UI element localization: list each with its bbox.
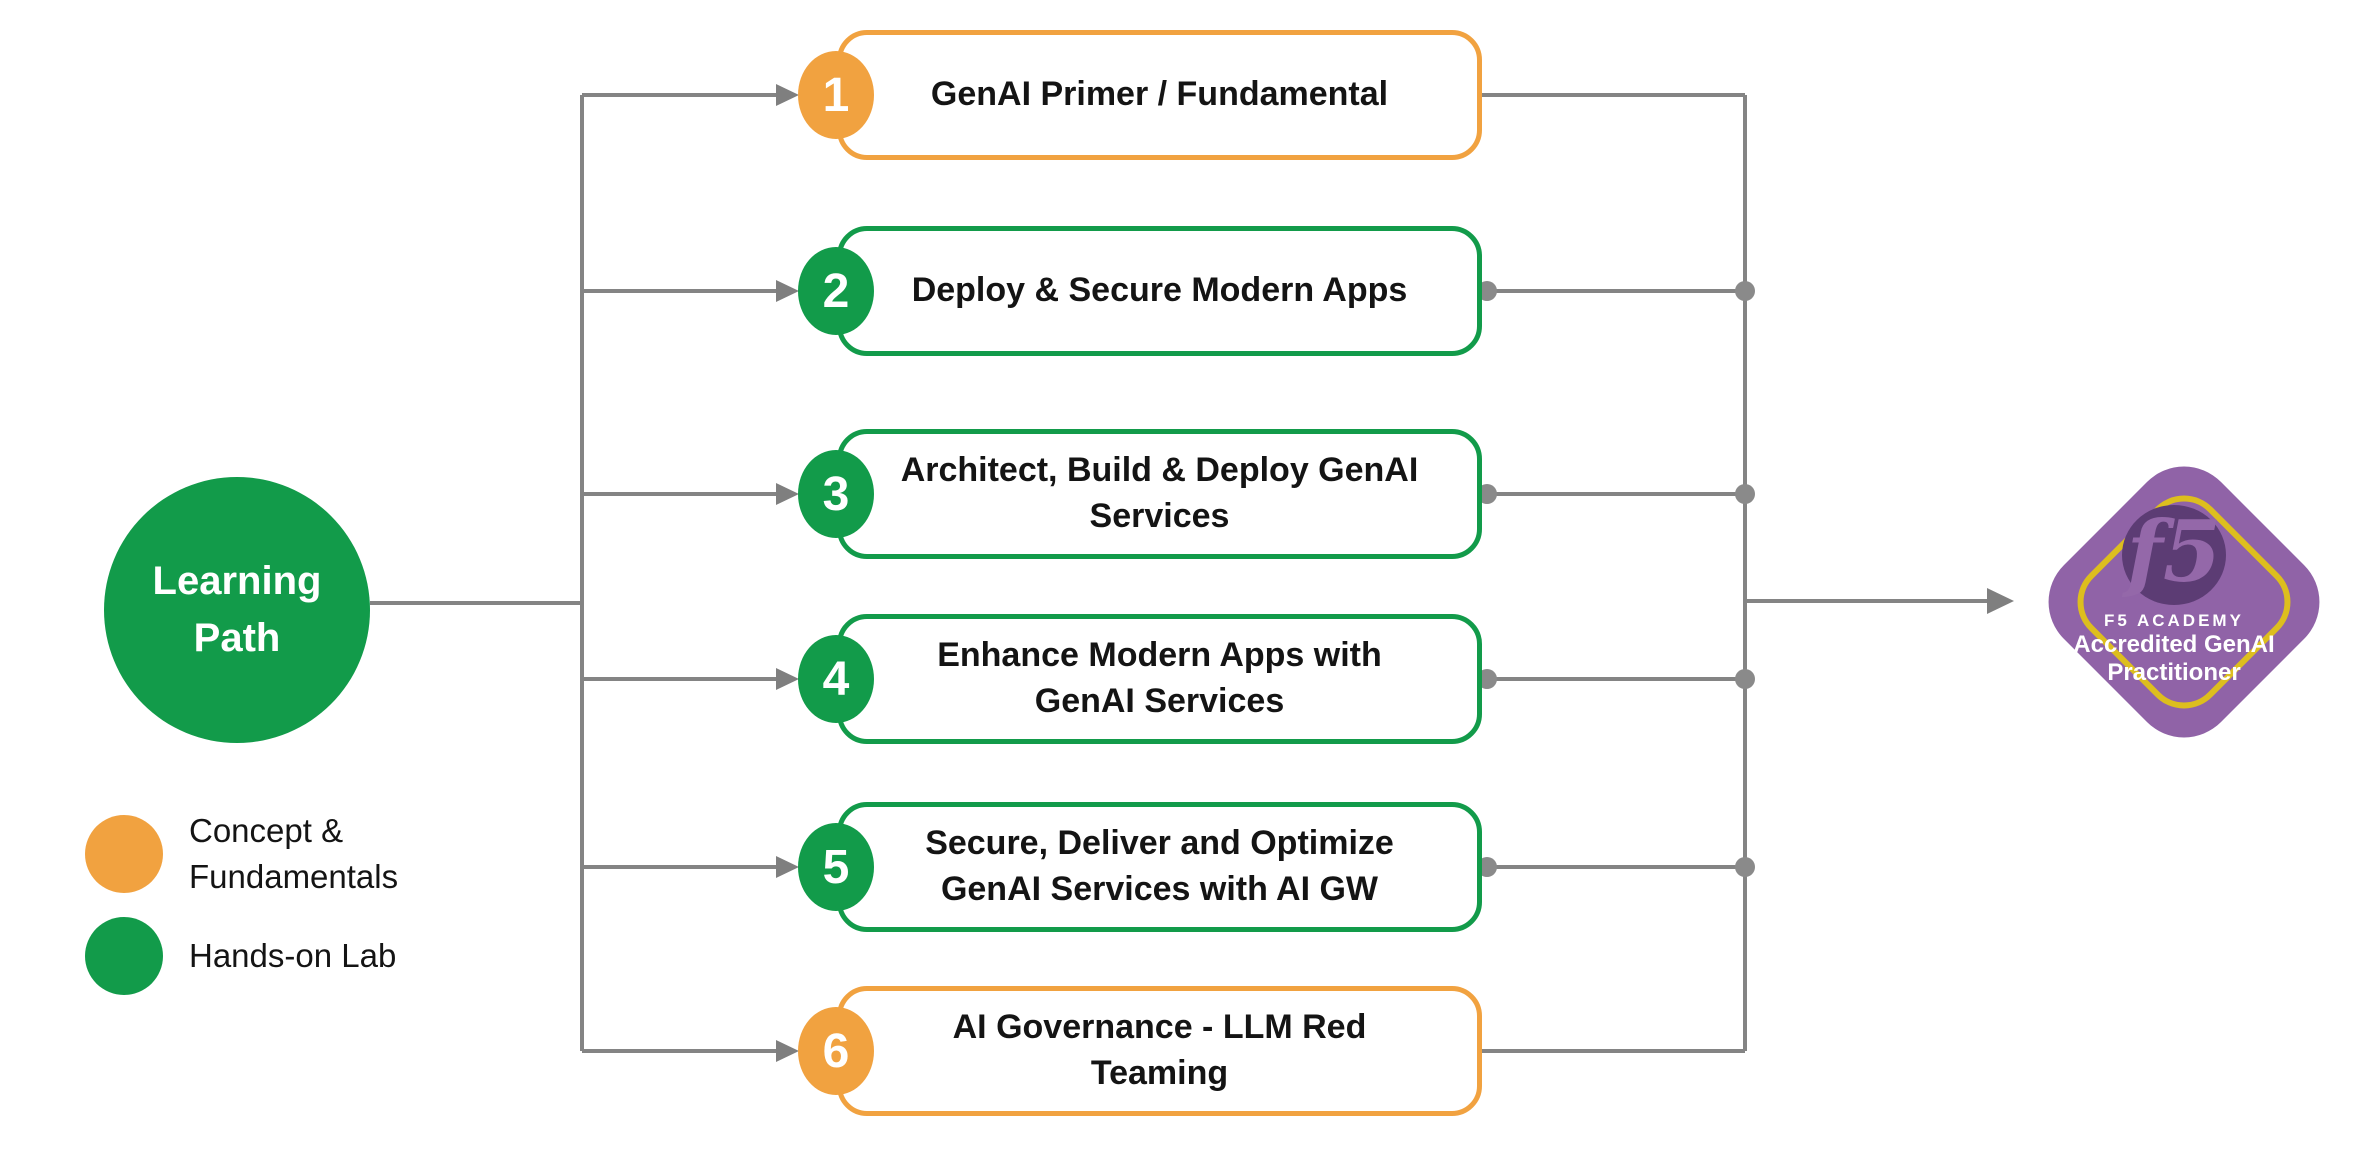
collector-lines — [1482, 93, 1747, 1053]
badge-arrow — [1745, 588, 2014, 614]
arrow-icon — [776, 483, 799, 505]
badge-title-line2: Practitioner — [2107, 658, 2241, 686]
step-box-3: 3 Architect, Build & Deploy GenAI Servic… — [798, 429, 1482, 559]
arrow-icon — [776, 84, 799, 106]
learning-path-label-line2: Path — [193, 616, 281, 660]
step-number-badge: 4 — [798, 635, 874, 723]
step-title: GenAI Primer / Fundamental — [930, 75, 1389, 114]
arrow-icon — [776, 856, 799, 878]
legend-item-lab: Hands-on Lab — [85, 917, 396, 995]
step-title: Enhance Modern Apps with GenAI Services — [937, 636, 1382, 720]
arrow-icon — [776, 280, 799, 302]
legend-item-concept: Concept & Fundamentals — [85, 812, 398, 895]
step-title: AI Governance - LLM Red Teaming — [952, 1008, 1367, 1092]
step-number-badge: 2 — [798, 247, 874, 335]
step-box-4: 4 Enhance Modern Apps with GenAI Service… — [798, 614, 1482, 744]
arrow-icon — [776, 1040, 799, 1062]
arrow-icon — [776, 668, 799, 690]
step-box-5: 5 Secure, Deliver and Optimize GenAI Ser… — [798, 802, 1482, 932]
badge-academy-label: F5 ACADEMY — [2104, 611, 2244, 630]
step-box-6: 6 AI Governance - LLM Red Teaming — [798, 986, 1482, 1116]
f5-logo-glyph: f5 — [2126, 501, 2222, 601]
f5-logo-icon: f5 — [2122, 501, 2226, 605]
branch-arrows — [582, 84, 799, 1062]
junction-dots — [1477, 281, 1755, 877]
step-number-badge: 3 — [798, 450, 874, 538]
legend-label: Hands-on Lab — [189, 937, 397, 974]
badge-title-line1: Accredited GenAI — [2073, 631, 2275, 658]
step-title: Secure, Deliver and Optimize GenAI Servi… — [925, 824, 1394, 908]
step-number-badge: 1 — [798, 51, 874, 139]
orange-circle-icon — [85, 815, 163, 893]
step-number-badge: 5 — [798, 823, 874, 911]
step-title: Architect, Build & Deploy GenAI Services — [900, 451, 1419, 535]
learning-path-label-line1: Learning — [152, 559, 322, 604]
step-number-badge: 6 — [798, 1007, 874, 1095]
legend-label: Concept & Fundamentals — [189, 812, 399, 895]
learning-path-node: Learning Path — [104, 477, 370, 743]
f5-badge-content: f5 F5 ACADEMY Accredited GenAI Practitio… — [2044, 498, 2304, 686]
arrow-icon — [1987, 588, 2014, 614]
step-box-1: 1 GenAI Primer / Fundamental — [798, 30, 1482, 160]
step-box-2: 2 Deploy & Secure Modern Apps — [798, 226, 1482, 356]
step-title: Deploy & Secure Modern Apps — [911, 271, 1408, 310]
green-circle-icon — [85, 917, 163, 995]
